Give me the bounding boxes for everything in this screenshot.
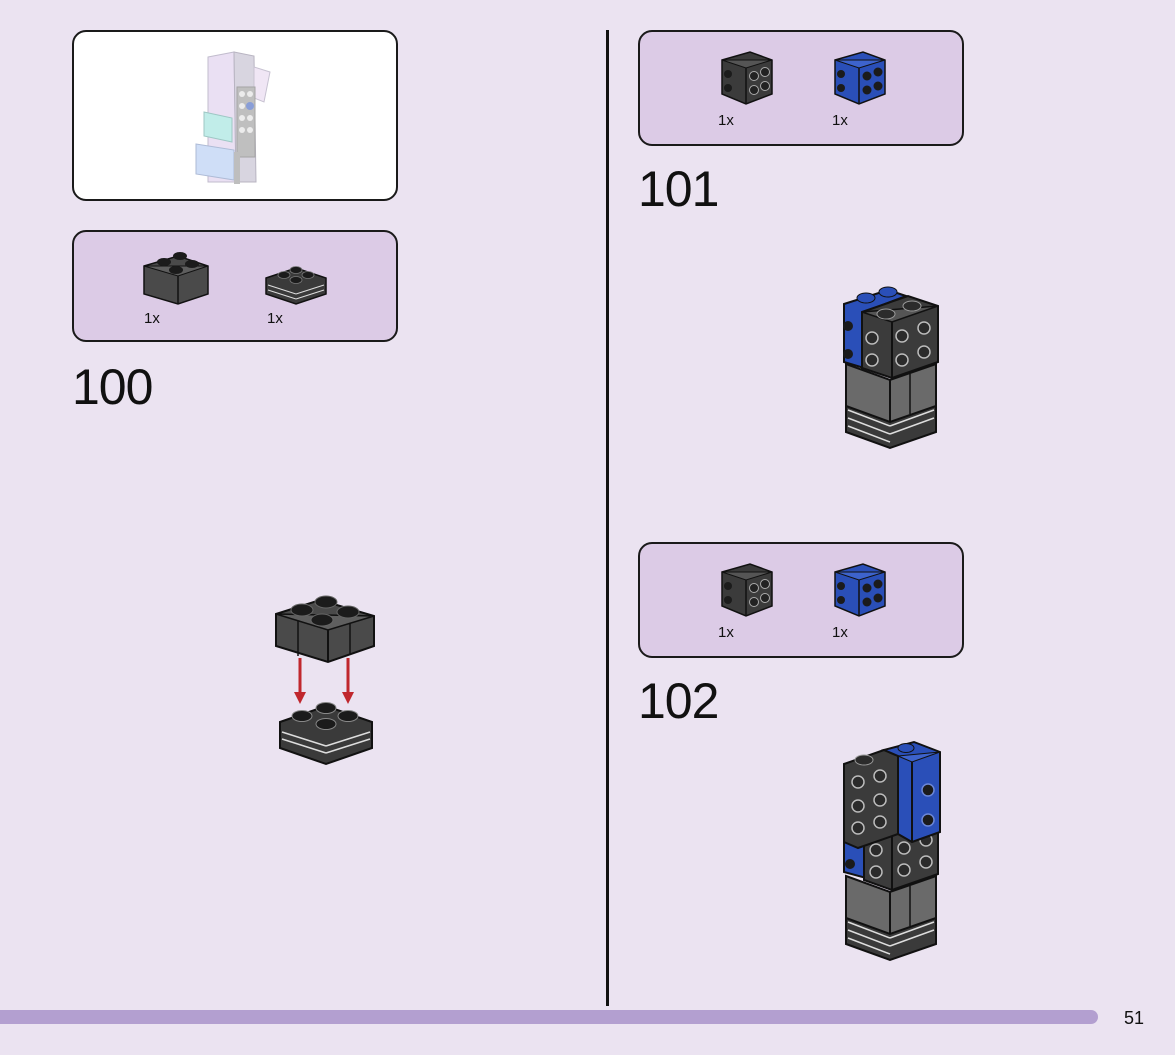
- dark-grey-plate-icon: [143, 252, 209, 305]
- dark-grey-brick-icon: [721, 51, 773, 105]
- parts-list-step-102: 1x 1x: [638, 542, 964, 658]
- part-quantity: 1x: [267, 310, 283, 327]
- step-number-102: 102: [638, 673, 719, 729]
- dark-grey-brick-icon: [721, 563, 773, 617]
- part-quantity: 1x: [144, 310, 160, 327]
- part-quantity: 1x: [718, 624, 734, 641]
- step-101-assembly-illustration: [843, 286, 939, 450]
- page-progress-bar: [0, 1010, 1098, 1024]
- subassembly-callout: [72, 30, 398, 201]
- blue-brick-icon: [834, 51, 886, 105]
- step-number-101: 101: [638, 161, 719, 217]
- black-stacked-plate-icon: [265, 266, 327, 305]
- step-number-100: 100: [72, 359, 153, 415]
- part-quantity: 1x: [832, 112, 848, 129]
- column-divider: [606, 30, 609, 1006]
- part-quantity: 1x: [832, 624, 848, 641]
- subassembly-preview-image: [195, 51, 271, 184]
- step-102-assembly-illustration: [843, 740, 941, 962]
- blue-brick-icon: [834, 563, 886, 617]
- parts-list-step-100: 1x 1x: [72, 230, 398, 342]
- page-number: 51: [1124, 1008, 1145, 1028]
- parts-list-step-101: 1x 1x: [638, 30, 964, 146]
- step-100-assembly-illustration: [275, 595, 375, 766]
- part-quantity: 1x: [718, 112, 734, 129]
